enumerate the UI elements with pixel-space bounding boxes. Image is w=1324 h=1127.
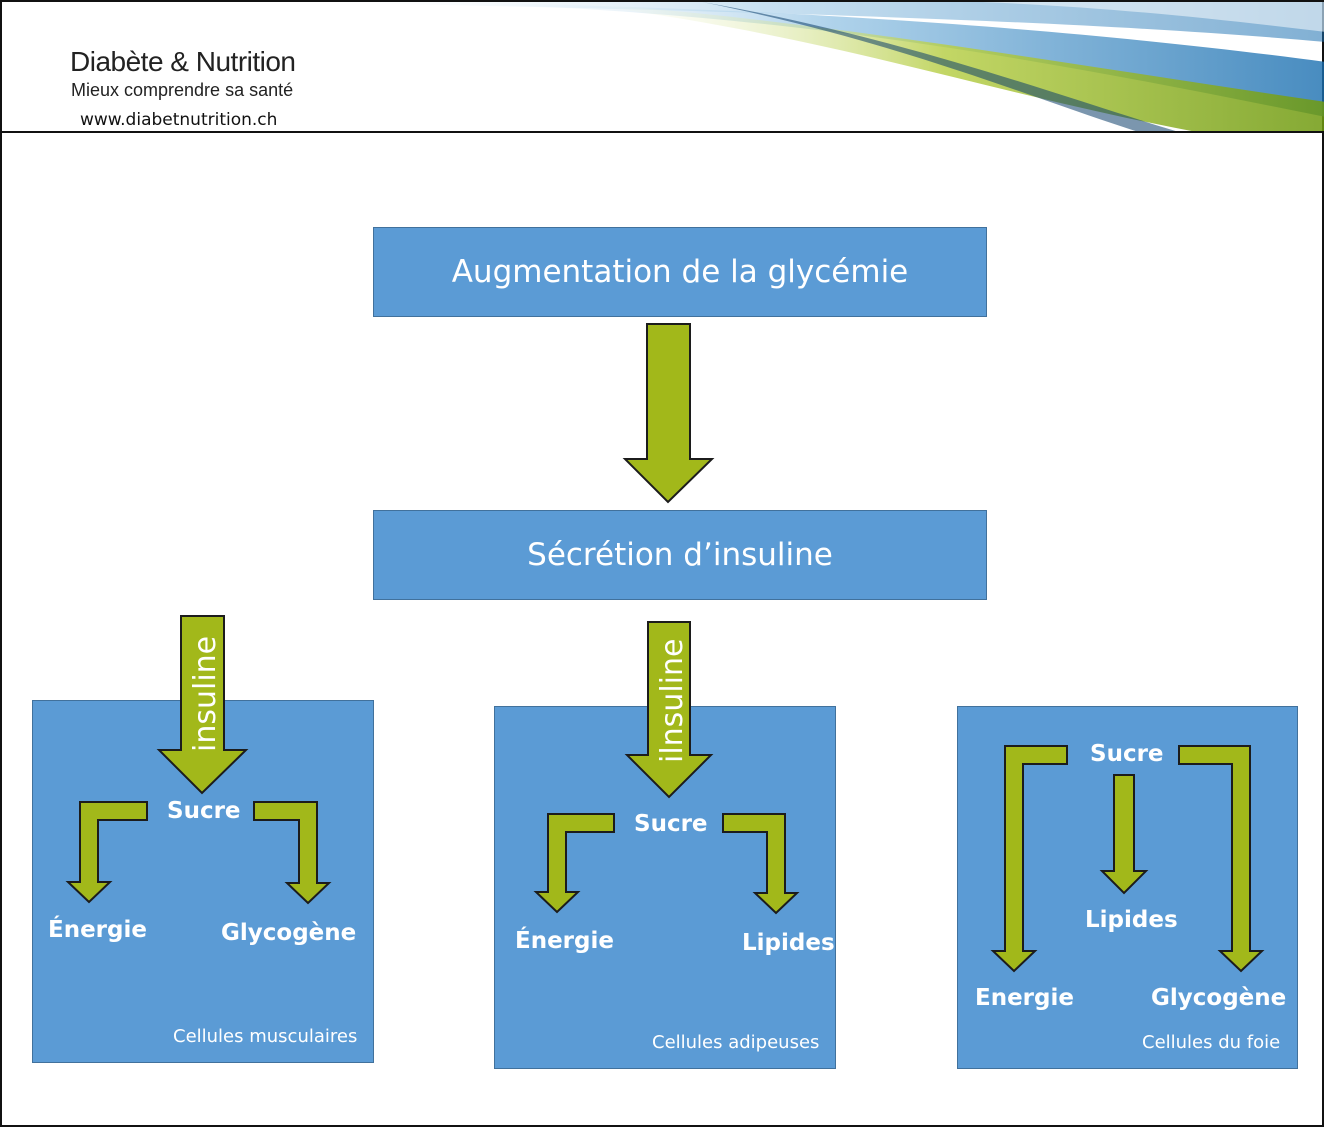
muscle-glycogen-label: Glycogène xyxy=(221,920,357,946)
liver-energy-label: Energie xyxy=(975,985,1074,1011)
main-down-arrow xyxy=(622,323,715,504)
fat-energy-label: Énergie xyxy=(515,928,614,954)
brand-title: Diabète & Nutrition xyxy=(70,46,296,77)
muscle-cells-caption: Cellules musculaires xyxy=(173,1026,358,1047)
liver-to-glycogen-arrow xyxy=(1178,745,1265,973)
insulin-arrow-muscle xyxy=(156,615,249,795)
insulin-secretion-box: Sécrétion d’insuline xyxy=(373,510,987,600)
liver-to-lipids-arrow xyxy=(1099,774,1149,895)
liver-sugar-label: Sucre xyxy=(1090,741,1164,767)
insulin-arrow-fat-label: ilnsuline xyxy=(655,639,690,763)
muscle-energy-label: Énergie xyxy=(48,917,147,943)
glycemia-increase-box: Augmentation de la glycémie xyxy=(373,227,987,317)
diagram-frame xyxy=(0,131,1324,1127)
insulin-arrow-muscle-label: insuline xyxy=(188,636,223,752)
fat-to-energy-arrow xyxy=(533,813,615,914)
muscle-sugar-label: Sucre xyxy=(167,798,241,824)
decorative-swoosh xyxy=(302,2,1324,133)
liver-cells-caption: Cellules du foie xyxy=(1142,1032,1281,1053)
brand-url: www.diabetnutrition.ch xyxy=(80,110,278,130)
brand-tagline: Mieux comprendre sa santé xyxy=(71,80,294,100)
fat-cells-caption: Cellules adipeuses xyxy=(652,1032,820,1053)
fat-to-lipids-arrow xyxy=(722,813,800,915)
fat-lipids-label: Lipides xyxy=(742,930,835,956)
insulin-arrow-fat xyxy=(624,621,714,799)
liver-glycogen-label: Glycogène xyxy=(1151,985,1287,1011)
muscle-to-energy-arrow xyxy=(65,801,148,904)
muscle-to-glycogen-arrow xyxy=(253,801,332,905)
liver-lipids-label: Lipides xyxy=(1085,907,1178,933)
fat-sugar-label: Sucre xyxy=(634,811,708,837)
liver-to-energy-arrow xyxy=(990,745,1068,973)
